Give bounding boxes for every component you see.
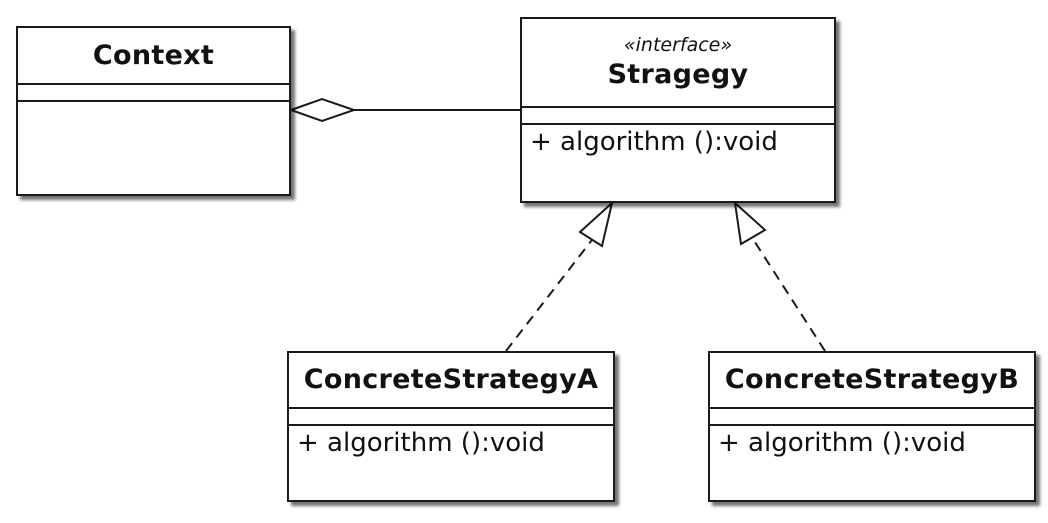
- operations-compartment: + algorithm ():void: [289, 426, 613, 461]
- operations-compartment: + algorithm ():void: [522, 125, 834, 160]
- operation: + algorithm ():void: [718, 428, 966, 458]
- class-concrete-strategy-b[interactable]: ConcreteStrategyB + algorithm ():void: [708, 351, 1036, 502]
- class-name-compartment: «interface» Stragegy: [522, 19, 834, 108]
- attributes-compartment: [710, 409, 1034, 426]
- class-name: Context: [92, 39, 215, 71]
- class-strategy[interactable]: «interface» Stragegy + algorithm ():void: [520, 17, 836, 203]
- stereotype-label: «interface»: [623, 34, 733, 57]
- class-name: ConcreteStrategyA: [303, 364, 599, 396]
- attributes-compartment: [522, 108, 834, 125]
- class-name-compartment: ConcreteStrategyB: [710, 353, 1034, 409]
- realization-arrowhead-b: [733, 200, 767, 246]
- class-concrete-strategy-a[interactable]: ConcreteStrategyA + algorithm ():void: [287, 351, 615, 502]
- realization-line-b: [750, 235, 826, 352]
- attributes-compartment: [18, 85, 289, 102]
- class-context[interactable]: Context: [16, 26, 291, 196]
- class-name-compartment: Context: [18, 28, 289, 85]
- realization-arrowhead-a: [578, 200, 614, 248]
- class-name: Stragegy: [607, 59, 749, 91]
- operations-compartment: [18, 102, 289, 106]
- class-name: ConcreteStrategyB: [724, 364, 1020, 396]
- class-name-compartment: ConcreteStrategyA: [289, 353, 613, 409]
- attributes-compartment: [289, 409, 613, 426]
- operations-compartment: + algorithm ():void: [710, 426, 1034, 461]
- realization-line-a: [505, 235, 596, 352]
- operation: + algorithm ():void: [297, 428, 545, 458]
- operation: + algorithm ():void: [530, 127, 778, 157]
- aggregation-diamond: [288, 97, 358, 123]
